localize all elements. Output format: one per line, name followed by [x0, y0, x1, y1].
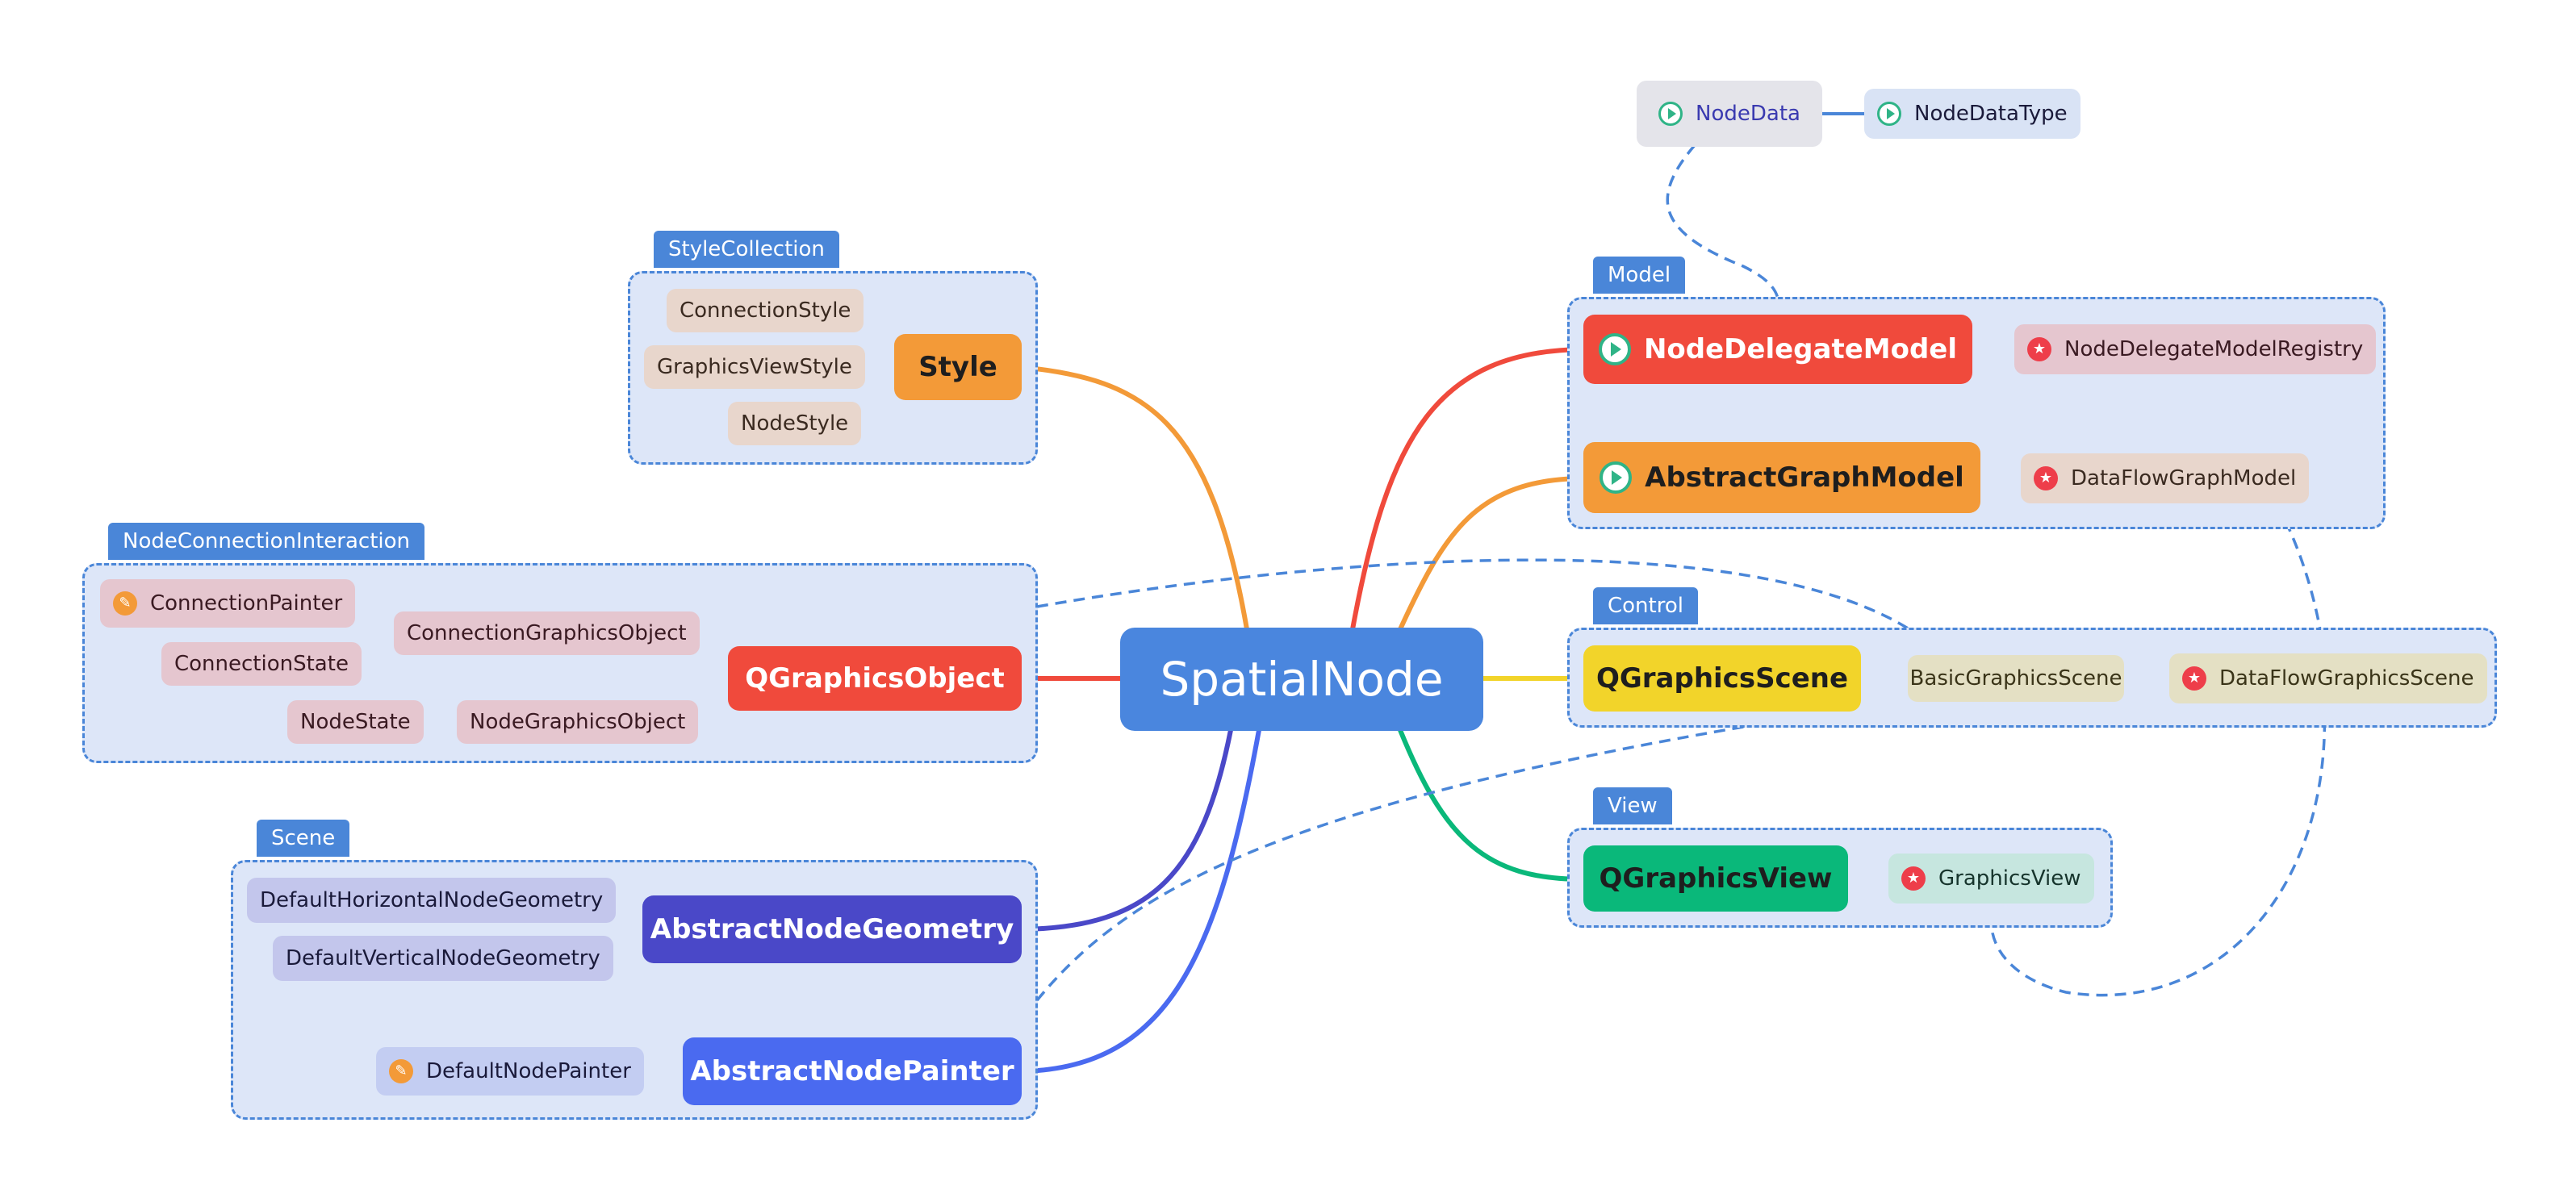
- label: GraphicsView: [1938, 866, 2081, 891]
- label: ConnectionState: [174, 652, 349, 676]
- group-tab-node-connection-interaction: NodeConnectionInteraction: [108, 523, 425, 560]
- node-abstract-node-painter[interactable]: AbstractNodePainter: [683, 1037, 1022, 1105]
- play-circle-icon: [1658, 102, 1683, 126]
- play-circle-icon: [1877, 102, 1901, 126]
- node-node-style[interactable]: NodeStyle: [728, 402, 862, 445]
- label: BasicGraphicsScene: [1909, 666, 2122, 691]
- group-tab-view: View: [1593, 787, 1672, 824]
- node-data-flow-graph-model[interactable]: ★ DataFlowGraphModel: [2021, 453, 2310, 503]
- label: DefaultHorizontalNodeGeometry: [260, 888, 604, 912]
- label: DefaultNodePainter: [426, 1059, 631, 1083]
- label: ConnectionStyle: [680, 298, 851, 323]
- label: NodeDataType: [1914, 102, 2068, 126]
- label: Style: [918, 351, 997, 383]
- label: NodeGraphicsObject: [470, 710, 686, 734]
- node-connection-state[interactable]: ConnectionState: [161, 642, 362, 686]
- label: DataFlowGraphModel: [2071, 466, 2297, 490]
- node-data-flow-graphics-scene[interactable]: ★ DataFlowGraphicsScene: [2169, 653, 2487, 703]
- link-dataflowscene-to-graphicsview: [1989, 701, 2327, 997]
- node-node-delegate-model[interactable]: NodeDelegateModel: [1583, 315, 1972, 384]
- label: NodeDelegateModel: [1643, 333, 1958, 365]
- wire-style: [1020, 365, 1249, 630]
- node-node-graphics-object[interactable]: NodeGraphicsObject: [457, 700, 699, 744]
- node-qgraphics-scene[interactable]: QGraphicsScene: [1583, 645, 1861, 712]
- label: DefaultVerticalNodeGeometry: [286, 946, 600, 970]
- label: QGraphicsObject: [745, 662, 1005, 695]
- label: SpatialNode: [1160, 652, 1444, 707]
- label: ConnectionPainter: [150, 591, 343, 616]
- label: QGraphicsView: [1599, 862, 1833, 895]
- wire-abstract-node-painter: [1020, 729, 1261, 1074]
- node-default-node-painter[interactable]: ✎ DefaultNodePainter: [376, 1047, 644, 1096]
- node-graphics-view[interactable]: ★ GraphicsView: [1888, 854, 2094, 904]
- link-nodedata-to-model: [1666, 144, 1781, 314]
- label: GraphicsViewStyle: [657, 355, 852, 379]
- link-interaction-to-basicscene: [1036, 558, 1947, 659]
- node-style[interactable]: Style: [894, 334, 1022, 400]
- label: NodeData: [1696, 102, 1800, 126]
- node-connection-style[interactable]: ConnectionStyle: [667, 289, 864, 332]
- node-node-data[interactable]: NodeData: [1637, 81, 1822, 147]
- node-node-data-type[interactable]: NodeDataType: [1864, 89, 2080, 139]
- wire-node-delegate-model: [1350, 347, 1584, 630]
- node-connection-graphics-object[interactable]: ConnectionGraphicsObject: [394, 611, 700, 655]
- node-abstract-node-geometry[interactable]: AbstractNodeGeometry: [642, 895, 1022, 963]
- node-node-delegate-model-registry[interactable]: ★ NodeDelegateModelRegistry: [2014, 324, 2377, 374]
- label: NodeState: [300, 710, 411, 734]
- group-tab-control: Control: [1593, 587, 1698, 624]
- node-qgraphics-object[interactable]: QGraphicsObject: [728, 646, 1022, 711]
- star-badge-icon: ★: [2034, 466, 2058, 490]
- node-graphics-view-style[interactable]: GraphicsViewStyle: [644, 345, 865, 389]
- pencil-badge-icon: ✎: [113, 591, 137, 616]
- play-circle-icon: [1600, 461, 1633, 494]
- label: AbstractGraphModel: [1645, 461, 1964, 494]
- node-node-state[interactable]: NodeState: [287, 700, 424, 744]
- star-badge-icon: ★: [1901, 866, 1926, 891]
- pencil-badge-icon: ✎: [389, 1059, 413, 1083]
- group-tab-style-collection: StyleCollection: [654, 231, 839, 268]
- group-tab-model: Model: [1593, 257, 1686, 294]
- star-badge-icon: ★: [2027, 337, 2051, 361]
- play-circle-icon: [1598, 333, 1631, 365]
- node-spatial-node-root[interactable]: SpatialNode: [1120, 628, 1483, 731]
- wire-abstract-node-geometry: [1020, 729, 1233, 932]
- wire-qgraphics-view: [1398, 728, 1584, 882]
- star-badge-icon: ★: [2182, 666, 2206, 691]
- label: AbstractNodePainter: [690, 1055, 1014, 1087]
- node-default-horizontal-node-geometry[interactable]: DefaultHorizontalNodeGeometry: [247, 878, 617, 923]
- node-qgraphics-view[interactable]: QGraphicsView: [1583, 845, 1848, 912]
- group-tab-scene: Scene: [257, 820, 350, 857]
- label: DataFlowGraphicsScene: [2219, 666, 2474, 691]
- label: AbstractNodeGeometry: [650, 913, 1014, 945]
- node-abstract-graph-model[interactable]: AbstractGraphModel: [1583, 442, 1980, 513]
- label: NodeDelegateModelRegistry: [2064, 337, 2364, 361]
- label: NodeStyle: [741, 411, 849, 436]
- wire-abstract-graph-model: [1398, 476, 1584, 631]
- label: QGraphicsScene: [1595, 662, 1849, 695]
- link-scene-to-basicscene: [1035, 699, 1913, 1002]
- label: ConnectionGraphicsObject: [407, 621, 687, 645]
- node-default-vertical-node-geometry[interactable]: DefaultVerticalNodeGeometry: [273, 936, 613, 981]
- node-basic-graphics-scene[interactable]: BasicGraphicsScene: [1908, 655, 2124, 702]
- node-connection-painter[interactable]: ✎ ConnectionPainter: [100, 579, 356, 628]
